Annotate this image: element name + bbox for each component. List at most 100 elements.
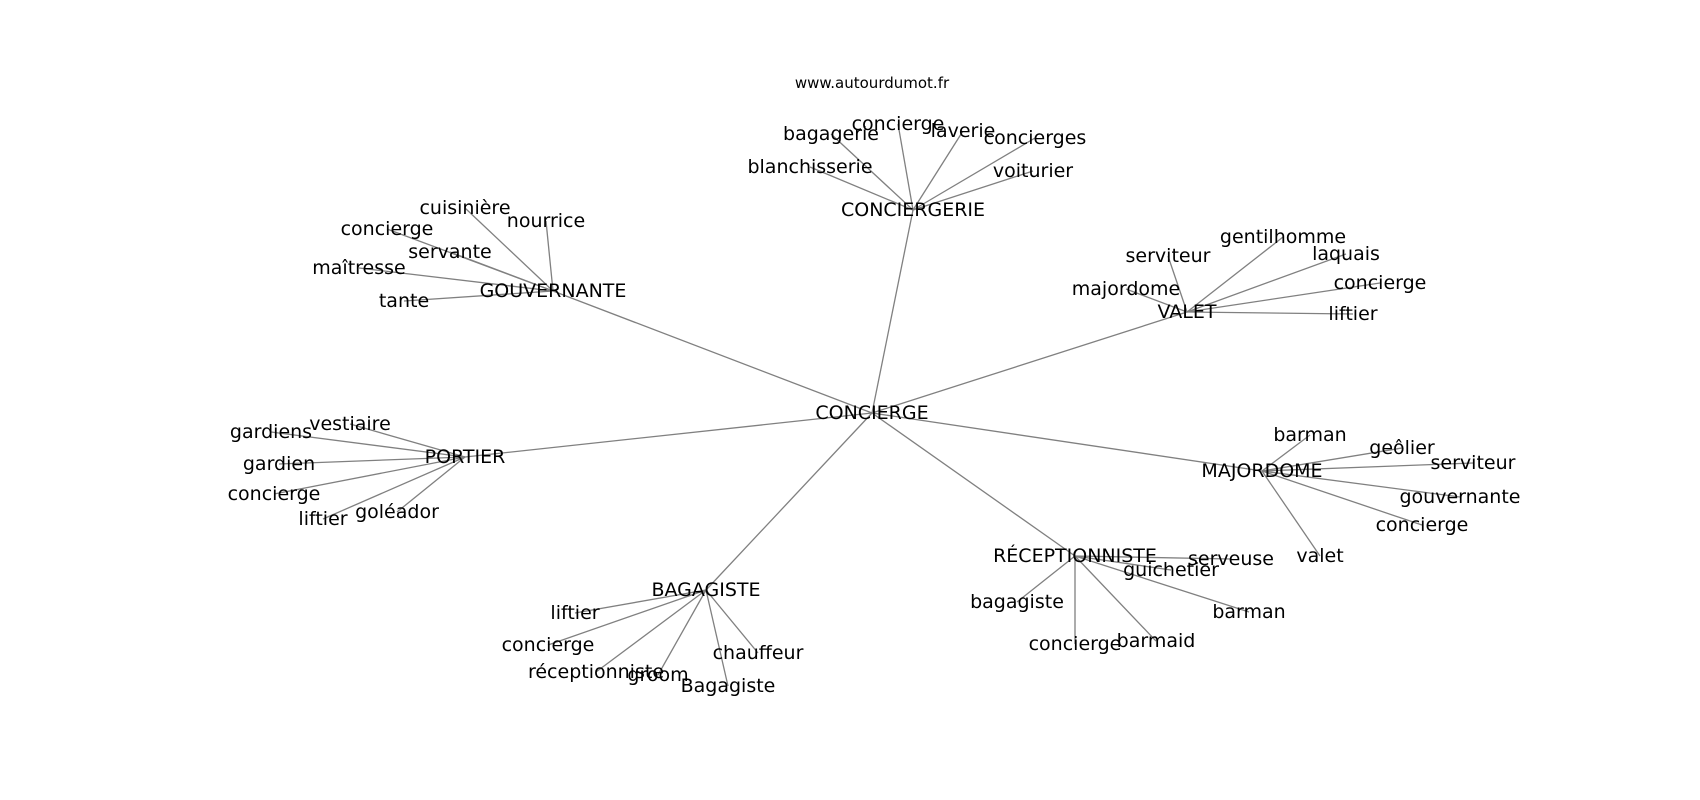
edge-bagagiste-bagagiste	[705, 589, 729, 687]
edge-conciergerie-voiturier	[912, 170, 1034, 211]
leaf-node-majordome-gouvernante: gouvernante	[1399, 486, 1520, 508]
edge-valet-majordome	[1125, 288, 1188, 313]
edge-majordome-serviteur	[1261, 462, 1474, 472]
edge-gouvernante-maitresse	[358, 267, 554, 292]
leaf-node-portier-concierge: concierge	[228, 483, 321, 505]
edges-layer	[270, 123, 1474, 687]
group-node-gouvernante: GOUVERNANTE	[480, 280, 627, 302]
leaf-node-receptionniste-concierge: concierge	[1029, 633, 1122, 655]
center-node-label: CONCIERGE	[815, 402, 928, 424]
leaf-node-bagagiste-bagagiste: Bagagiste	[681, 675, 776, 697]
edge-majordome-gouvernante	[1261, 470, 1461, 498]
leaf-node-gouvernante-maitresse: maîtresse	[312, 257, 405, 279]
leaf-node-gouvernante-concierge: concierge	[341, 218, 434, 240]
edge-concierge-conciergerie	[871, 209, 914, 414]
leaf-node-majordome-concierge: concierge	[1376, 514, 1469, 536]
leaf-node-receptionniste-barmaid: barmaid	[1117, 630, 1196, 652]
leaf-node-bagagiste-liftier: liftier	[550, 602, 599, 624]
leaf-node-gouvernante-nourrice: nourrice	[507, 210, 585, 232]
edge-bagagiste-chauffeur	[705, 589, 759, 654]
leaf-node-portier-goleador: goléador	[355, 501, 439, 523]
leaf-node-bagagiste-receptionniste: réceptionniste	[528, 661, 664, 683]
edge-concierge-bagagiste	[705, 412, 873, 591]
leaf-node-valet-liftier: liftier	[1328, 303, 1377, 325]
edge-conciergerie-laverie	[912, 130, 964, 211]
leaf-node-valet-gentilhomme: gentilhomme	[1220, 226, 1346, 248]
leaf-node-valet-concierge: concierge	[1334, 272, 1427, 294]
group-node-receptionniste: RÉCEPTIONNISTE	[993, 544, 1157, 567]
leaf-node-conciergerie-concierge: concierge	[852, 113, 945, 135]
leaf-node-portier-gardiens: gardiens	[230, 421, 312, 443]
edge-majordome-concierge	[1261, 470, 1423, 526]
edge-concierge-majordome	[871, 412, 1263, 472]
leaf-node-majordome-barman: barman	[1273, 424, 1346, 446]
leaf-node-conciergerie-concierges: concierges	[984, 127, 1087, 149]
edge-bagagiste-groom	[657, 589, 707, 676]
edge-portier-liftier	[322, 456, 466, 520]
edge-valet-gentilhomme	[1186, 236, 1284, 313]
leaf-node-portier-liftier: liftier	[298, 508, 347, 530]
edge-valet-laquais	[1186, 253, 1347, 313]
edge-receptionniste-barman	[1074, 555, 1250, 613]
edge-portier-gardiens	[270, 431, 466, 458]
leaf-node-majordome-geolier: geôlier	[1369, 437, 1435, 459]
leaf-node-valet-serviteur: serviteur	[1126, 245, 1211, 267]
edge-portier-goleador	[396, 456, 466, 513]
leaf-node-bagagiste-groom: groom	[627, 664, 688, 686]
edge-gouvernante-servante	[449, 251, 554, 292]
leaf-node-conciergerie-bagagerie: bagagerie	[783, 123, 879, 145]
edge-gouvernante-cuisiniere	[464, 207, 554, 292]
source-url: www.autourdumot.fr	[795, 74, 950, 92]
edge-conciergerie-concierges	[912, 137, 1036, 211]
edge-receptionniste-barmaid	[1074, 555, 1157, 642]
leaf-node-majordome-serviteur: serviteur	[1431, 452, 1516, 474]
edge-majordome-barman	[1261, 434, 1311, 472]
edge-conciergerie-bagagerie	[830, 133, 914, 211]
leaf-node-majordome-valet: valet	[1296, 545, 1343, 567]
edge-concierge-gouvernante	[552, 290, 873, 414]
edge-portier-concierge	[273, 456, 466, 495]
group-node-bagagiste: BAGAGISTE	[651, 579, 760, 601]
leaf-node-portier-vestiaire: vestiaire	[309, 413, 391, 435]
edge-portier-vestiaire	[349, 423, 466, 458]
edge-conciergerie-blanchisserie	[809, 166, 914, 211]
edge-bagagiste-concierge	[547, 589, 707, 646]
edge-conciergerie-concierge	[897, 123, 914, 211]
group-node-portier: PORTIER	[425, 446, 506, 468]
leaf-node-bagagiste-concierge: concierge	[502, 634, 595, 656]
edge-majordome-valet	[1261, 470, 1321, 557]
edge-gouvernante-tante	[403, 290, 554, 302]
leaf-node-receptionniste-serveuse: serveuse	[1188, 548, 1274, 570]
leaf-node-valet-majordome: majordome	[1072, 278, 1180, 300]
edge-valet-concierge	[1186, 282, 1381, 313]
leaf-node-portier-gardien: gardien	[243, 453, 315, 475]
leaf-node-gouvernante-servante: servante	[408, 241, 491, 263]
leaf-node-conciergerie-voiturier: voiturier	[993, 160, 1073, 182]
edge-concierge-valet	[871, 311, 1188, 414]
edge-receptionniste-guichetier	[1074, 555, 1172, 571]
leaf-node-bagagiste-chauffeur: chauffeur	[713, 642, 804, 664]
edge-bagagiste-liftier	[574, 589, 707, 614]
edge-valet-liftier	[1186, 311, 1354, 315]
edge-concierge-portier	[464, 412, 873, 458]
leaf-node-receptionniste-bagagiste: bagagiste	[970, 591, 1064, 613]
edge-receptionniste-bagagiste	[1016, 555, 1076, 603]
group-node-conciergerie: CONCIERGERIE	[841, 199, 985, 221]
group-node-valet: VALET	[1158, 301, 1217, 323]
leaf-node-conciergerie-laverie: laverie	[931, 120, 996, 142]
edge-portier-gardien	[278, 456, 466, 465]
group-node-majordome: MAJORDOME	[1201, 460, 1322, 482]
leaf-node-receptionniste-guichetier: guichetier	[1123, 559, 1219, 581]
leaf-node-conciergerie-blanchisserie: blanchisserie	[747, 156, 872, 178]
leaf-node-valet-laquais: laquais	[1312, 243, 1380, 265]
edge-receptionniste-serveuse	[1074, 555, 1232, 560]
edge-valet-serviteur	[1167, 255, 1188, 313]
edge-concierge-receptionniste	[871, 412, 1076, 557]
edge-gouvernante-nourrice	[545, 220, 554, 292]
edge-majordome-geolier	[1261, 447, 1403, 472]
leaf-node-gouvernante-tante: tante	[379, 290, 429, 312]
leaf-node-gouvernante-cuisiniere: cuisinière	[419, 197, 510, 219]
leaf-node-receptionniste-barman: barman	[1212, 601, 1285, 623]
